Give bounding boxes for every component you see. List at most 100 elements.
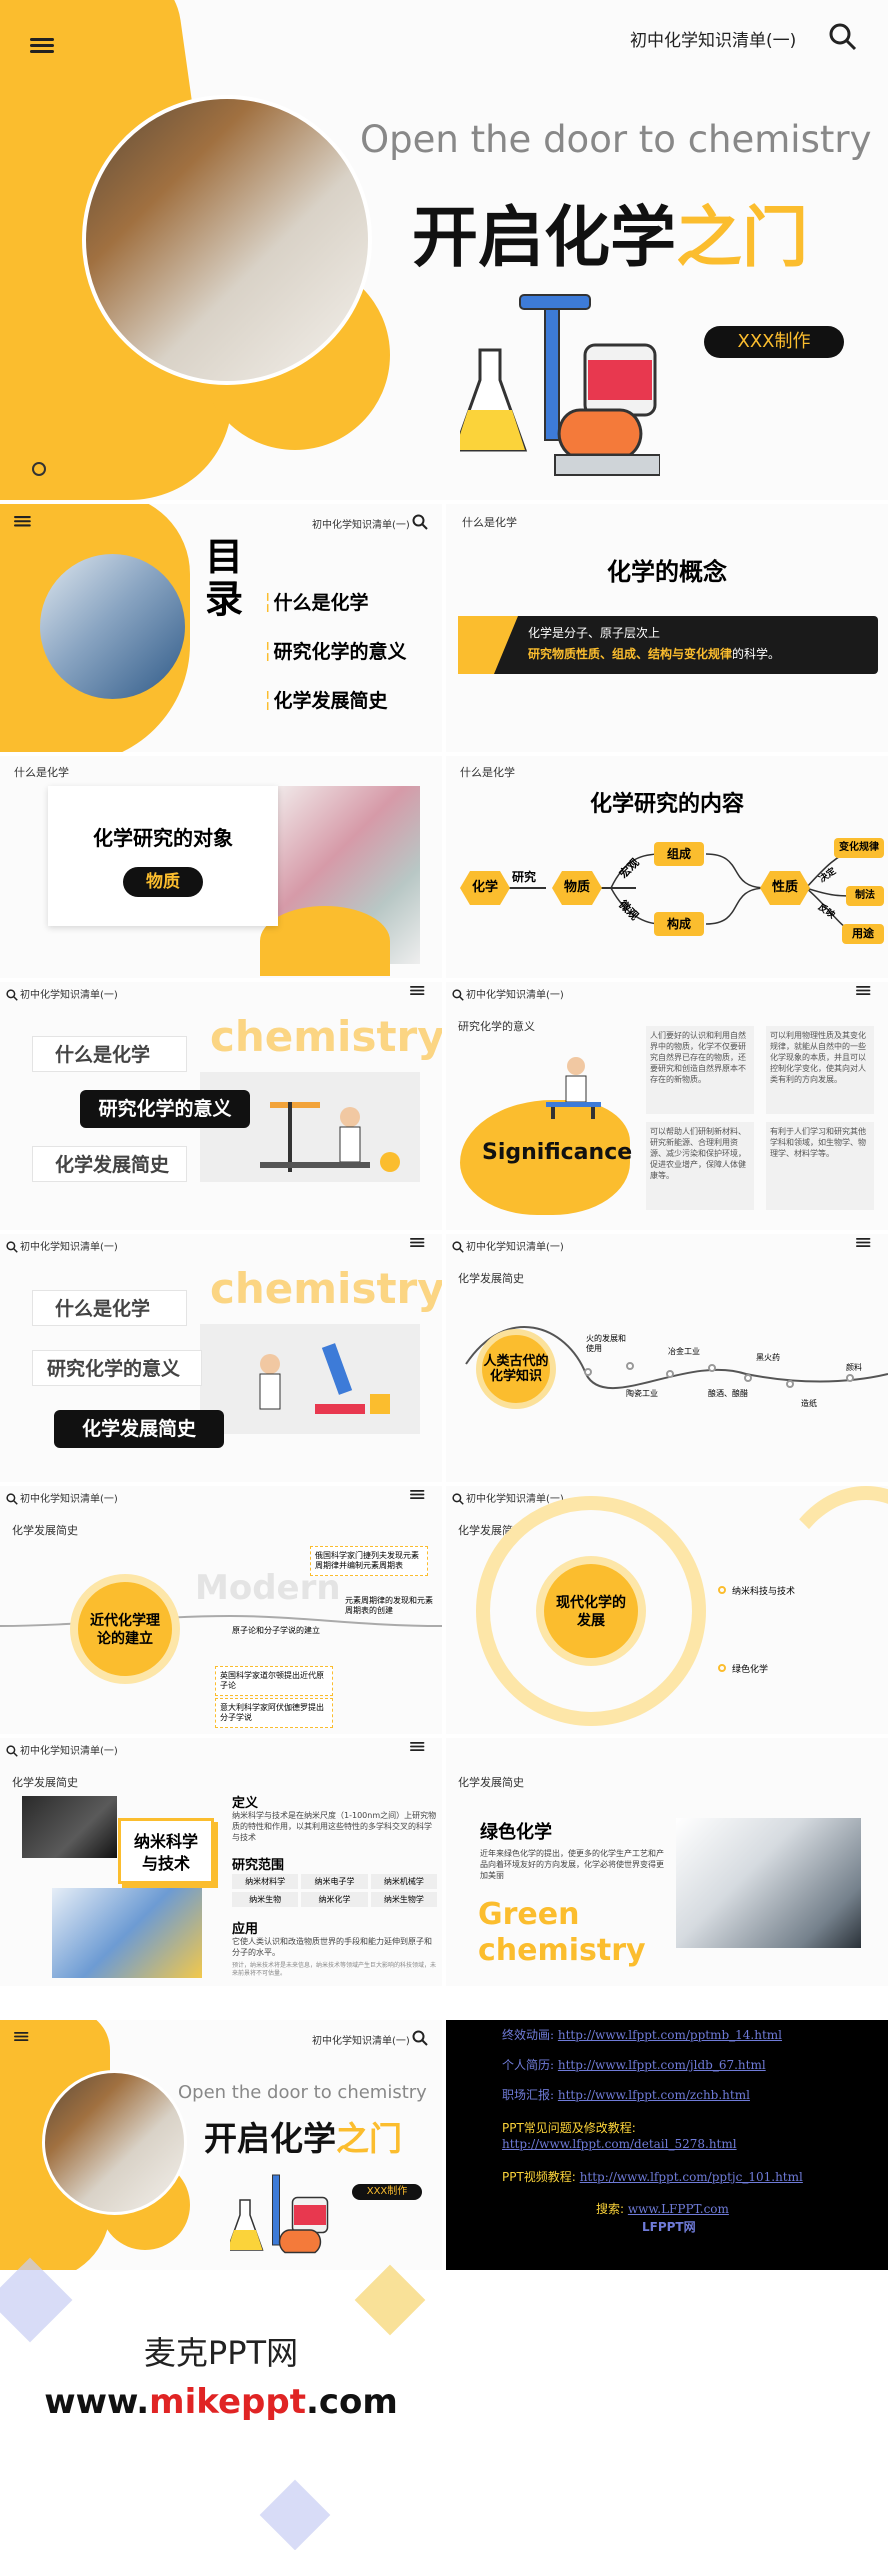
microscope-illustration: [200, 1324, 420, 1434]
search-icon[interactable]: [452, 1238, 464, 1257]
header-title: 初中化学知识清单(一): [20, 1746, 118, 1757]
node-structure: 构成: [654, 912, 704, 936]
menu-icon[interactable]: [14, 516, 31, 527]
chapter-item[interactable]: 化学发展简史: [32, 1146, 187, 1182]
search-icon[interactable]: [6, 1490, 18, 1509]
tag: 纳米化学: [301, 1892, 368, 1907]
chapter-item[interactable]: 研究化学的意义: [32, 1350, 202, 1386]
modern-dev-text: 现代化学的发展: [556, 1595, 626, 1629]
green-title: 绿色化学: [480, 1822, 552, 1843]
modern-theory-circle: [70, 1574, 180, 1684]
decor-square: [259, 2479, 331, 2550]
dev-label: 绿色化学: [732, 1665, 769, 1675]
contents-list: ╎什么是化学 ╎研究化学的意义 ╎化学发展简史: [262, 588, 406, 713]
flask-illustration: [226, 2170, 330, 2265]
slide-nano: 初中化学知识清单(一) 化学发展简史 纳米科学与技术 定义 纳米科学与技术是在纳…: [0, 1738, 442, 1986]
cover-subtitle: Open the door to chemistry: [178, 2082, 427, 2103]
microscope-photo: [676, 1818, 861, 1948]
tag: 纳米机械学: [370, 1874, 437, 1889]
menu-icon[interactable]: [410, 986, 425, 996]
search-icon[interactable]: [452, 986, 464, 1005]
slide-title: 化学研究的内容: [589, 792, 744, 817]
ad-link[interactable]: http://www.lfppt.com/pptjc_101.html: [579, 2170, 803, 2184]
matter-pill: 物质: [123, 867, 203, 897]
tag-grid: 纳米材料学 纳米电子学 纳米机械学 纳米生物 纳米化学 纳米生物学: [232, 1874, 437, 1907]
modern-theory-text: 近代化学理论的建立: [90, 1613, 160, 1647]
slide-green: 化学发展简史 绿色化学 近年来绿色化学的提出，使更多的化学生产工艺和产品向着环境…: [446, 1738, 888, 1986]
ad-link[interactable]: http://www.lfppt.com/jldb_67.html: [557, 2058, 766, 2072]
section-label: 什么是化学: [460, 766, 515, 779]
search-icon[interactable]: [412, 2030, 428, 2050]
section-label: 什么是化学: [14, 766, 69, 779]
menu-icon[interactable]: [410, 1490, 425, 1500]
gloves-photo: [52, 1888, 202, 1978]
ad-brand: LFPPT网: [642, 2220, 696, 2234]
chapter-item-active[interactable]: 研究化学的意义: [80, 1090, 250, 1128]
search-icon[interactable]: [6, 1742, 18, 1761]
flask-illustration: [452, 290, 661, 480]
search-icon[interactable]: [452, 1490, 464, 1509]
chapter-item[interactable]: 什么是化学: [32, 1036, 187, 1072]
green-text: 近年来绿色化学的提出，使更多的化学生产工艺和产品向着环境友好的方向发展，化学必将…: [480, 1849, 664, 1880]
footer-url[interactable]: www.mikeppt.com: [44, 2382, 398, 2422]
menu-icon[interactable]: [30, 38, 54, 54]
ad-link[interactable]: http://www.lfppt.com/pptmb_14.html: [557, 2028, 783, 2042]
ancient-circle-text: 人类古代的化学知识: [483, 1354, 549, 1384]
contents-title: 目录: [205, 535, 244, 621]
green-en-2: chemistry: [478, 1933, 646, 1968]
ad-link[interactable]: http://www.lfppt.com/detail_5278.html: [502, 2137, 737, 2151]
chapter-item-active[interactable]: 化学发展简史: [54, 1410, 224, 1448]
ad-link[interactable]: http://www.lfppt.com/zchb.html: [557, 2088, 750, 2102]
section-label: 化学发展简史: [458, 1272, 524, 1285]
theory-card: 意大利科学家阿伏伽德罗提出分子学说: [215, 1698, 333, 1728]
contents-item[interactable]: ╎研究化学的意义: [262, 641, 407, 663]
header-title: 初中化学知识清单(一): [20, 1242, 118, 1253]
ad-link[interactable]: www.LFPPT.com: [627, 2202, 729, 2216]
header-title: 初中化学知识清单(一): [312, 520, 410, 531]
timeline-label: 酿酒、酿醋: [708, 1389, 748, 1398]
slide-significance: 初中化学知识清单(一) 研究化学的意义 Significance 人们要好的认识…: [446, 982, 888, 1230]
node-study: 研究: [512, 870, 537, 884]
chapter-item[interactable]: 什么是化学: [32, 1290, 187, 1326]
menu-icon[interactable]: [856, 1238, 871, 1248]
contents-item[interactable]: ╎什么是化学: [262, 592, 369, 614]
header-title: 初中化学知识清单(一): [20, 990, 118, 1001]
search-icon[interactable]: [828, 22, 858, 52]
header-title: 初中化学知识清单(一): [20, 1494, 118, 1505]
scroll-dot: [32, 462, 46, 476]
menu-icon[interactable]: [14, 2032, 29, 2042]
theory-label: 元素周期律的发现和元素周期表的创建: [345, 1596, 433, 1615]
dev-label: 纳米科技与技术: [732, 1587, 796, 1597]
slide-chapter-3: 初中化学知识清单(一) chemistry 什么是化学 研究化学的意义 化学发展…: [0, 1234, 442, 1482]
theory-card: 英国科学家道尔顿提出近代原子论: [215, 1666, 333, 1696]
section-label: 研究化学的意义: [458, 1020, 535, 1033]
node-composition: 组成: [654, 842, 704, 866]
significance-word: Significance: [482, 1140, 633, 1165]
menu-icon[interactable]: [410, 1742, 425, 1752]
slide-contents: 初中化学知识清单(一) 目录 ╎什么是化学 ╎研究化学的意义 ╎化学发展简史: [0, 504, 442, 752]
cover-subtitle: Open the door to chemistry: [360, 118, 872, 161]
lab-photo: [42, 2070, 187, 2215]
slide-concept: 什么是化学 化学的概念 化学是分子、原子层次上 研究物质性质、组成、结构与变化规…: [446, 504, 888, 752]
timeline-wave: [465, 1326, 888, 1390]
contents-item[interactable]: ╎化学发展简史: [262, 690, 388, 712]
header-title: 初中化学知识清单(一): [466, 1242, 564, 1253]
author-badge: XXX制作: [704, 326, 844, 358]
node-property: 性质: [760, 871, 810, 905]
section-label: 化学发展简史: [458, 1776, 524, 1789]
search-icon[interactable]: [6, 1238, 18, 1257]
ancient-circle: [476, 1329, 556, 1409]
concept-map-lines: [506, 847, 857, 935]
menu-icon[interactable]: [856, 986, 871, 996]
node-preparation: 制法: [846, 886, 884, 906]
timeline-label: 冶金工业: [668, 1347, 700, 1356]
section-label: 化学发展简史: [12, 1524, 78, 1537]
search-icon[interactable]: [6, 986, 18, 1005]
menu-icon[interactable]: [410, 1238, 425, 1248]
tag: 纳米电子学: [301, 1874, 368, 1889]
concept-band: 化学是分子、原子层次上 研究物质性质、组成、结构与变化规律的科学。: [458, 616, 878, 674]
search-icon[interactable]: [412, 514, 428, 534]
header-title: 初中化学知识清单(一): [466, 990, 564, 1001]
footer-site-name: 麦克PPT网: [143, 2334, 299, 2372]
timeline-label: 颜料: [846, 1363, 862, 1372]
